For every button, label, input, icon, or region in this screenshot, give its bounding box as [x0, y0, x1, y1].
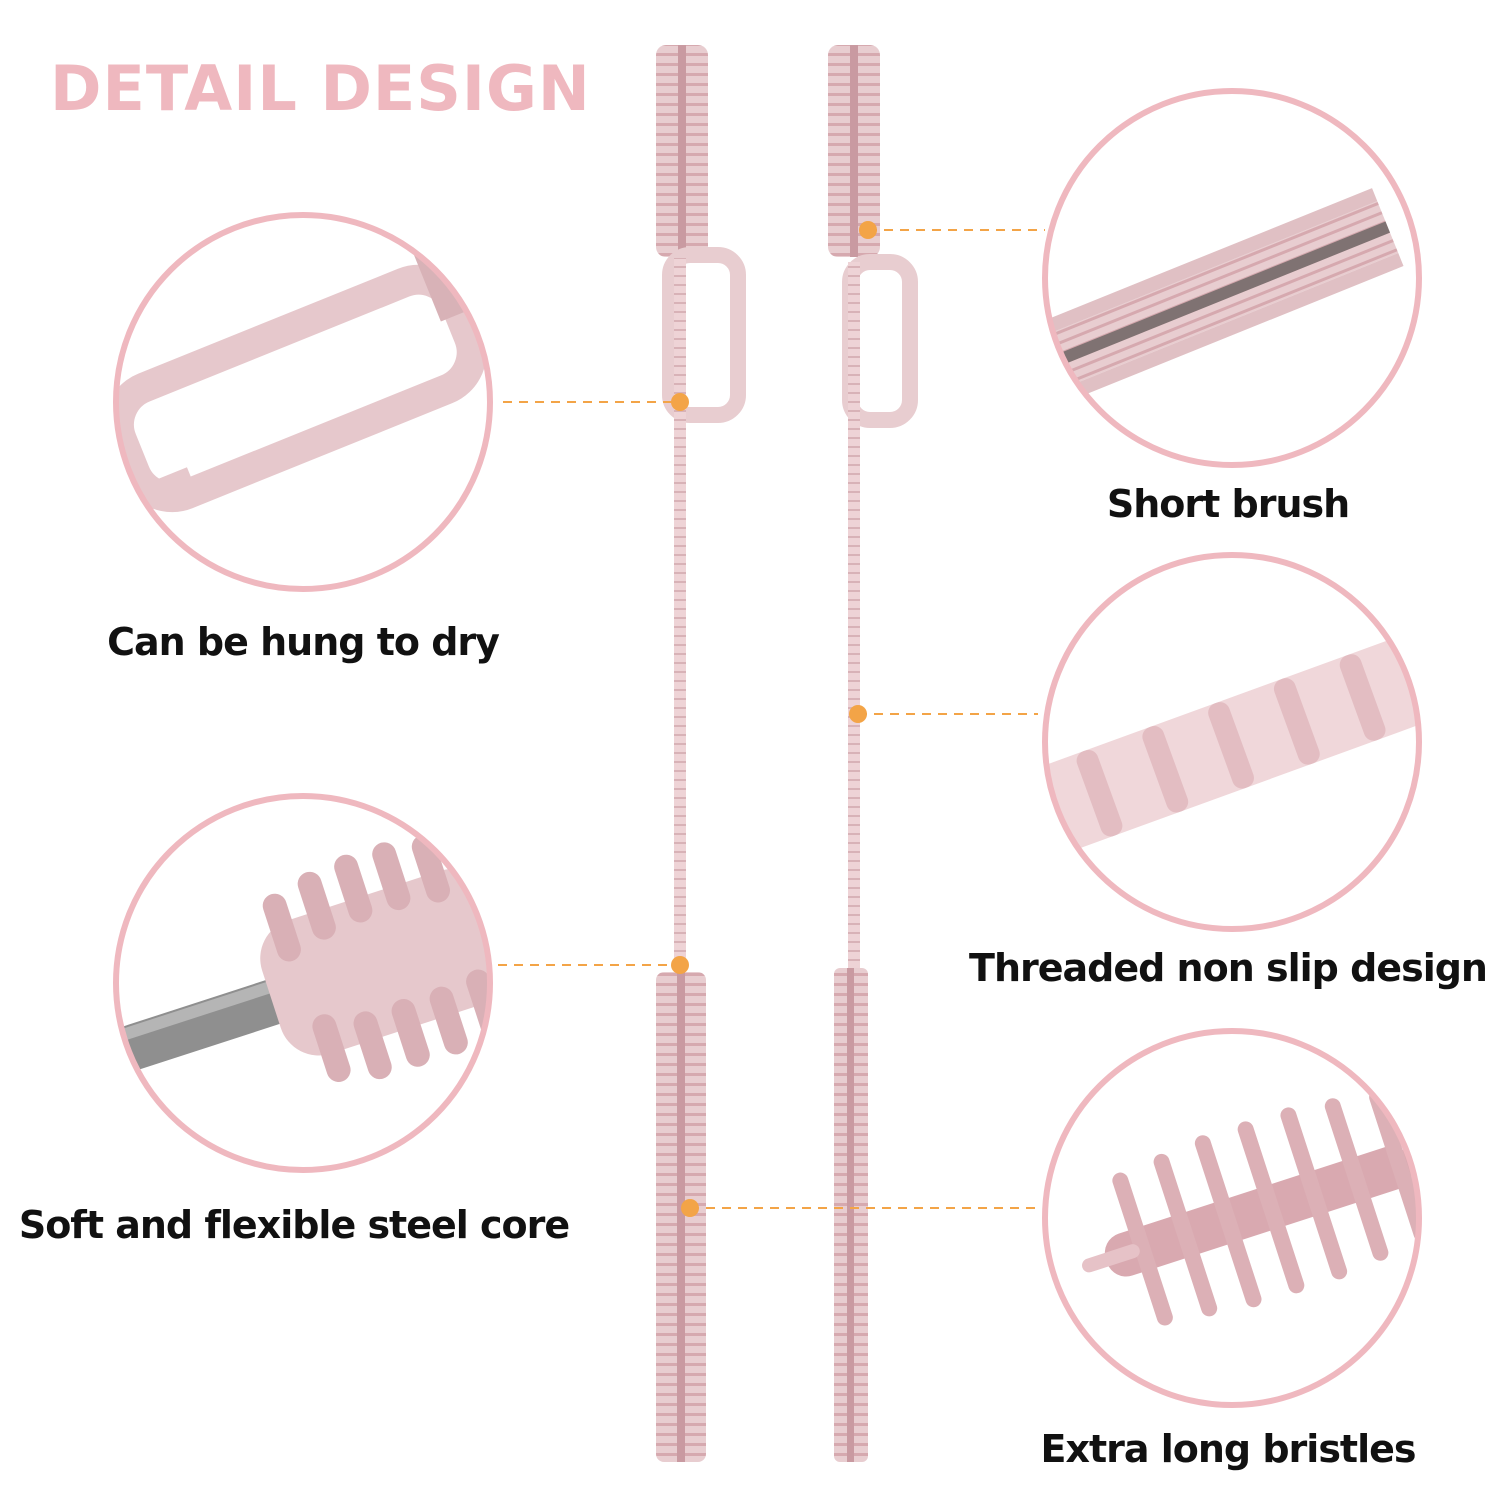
detail-circle-hang — [113, 212, 493, 592]
caption-bristles: Extra long bristles — [1040, 1427, 1416, 1471]
brush-right — [828, 45, 918, 1462]
caption-threaded: Threaded non slip design — [969, 946, 1488, 990]
detail-circle-core — [113, 793, 493, 1173]
detail-circle-bristles — [1042, 1028, 1422, 1408]
detail-circle-threaded — [1042, 552, 1422, 932]
callout-lines — [498, 229, 1045, 1209]
caption-short-brush: Short brush — [1106, 482, 1350, 526]
caption-hang: Can be hung to dry — [107, 620, 500, 664]
callout-dots — [671, 221, 877, 1217]
page-title: DETAIL DESIGN — [50, 52, 591, 125]
detail-circle-short-brush — [1042, 88, 1422, 468]
brush-left — [656, 45, 746, 1462]
caption-core: Soft and flexible steel core — [18, 1203, 570, 1247]
